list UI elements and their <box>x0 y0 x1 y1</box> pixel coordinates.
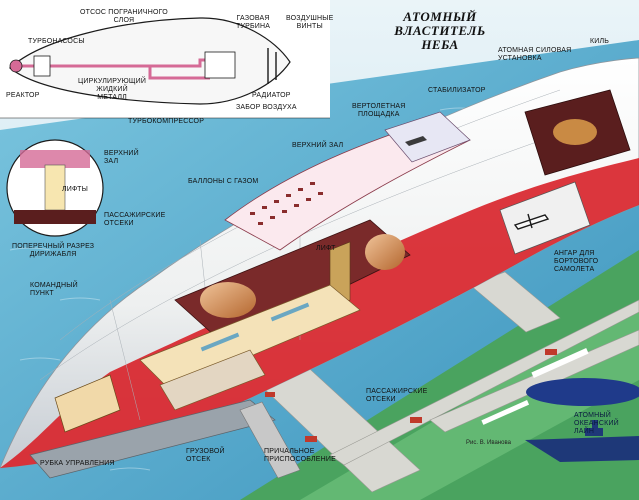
propeller-icon <box>267 48 277 84</box>
label-cs-passenger: ПАССАЖИРСКИЕ ОТСЕКИ <box>104 212 166 227</box>
label-air-intake: ЗАБОР ВОЗДУХА <box>236 104 297 111</box>
deck-windows <box>200 302 310 352</box>
label-aircraft-hangar: АНГАР ДЛЯ БОРТОВОГО САМОЛЕТА <box>554 250 599 273</box>
label-passenger-compartments: ПАССАЖИРСКИЕ ОТСЕКИ <box>366 388 428 403</box>
label-stabilizer: СТАБИЛИЗАТОР <box>428 87 486 94</box>
airfield-runways <box>254 271 639 493</box>
onboard-aircraft <box>513 213 550 230</box>
gas-balloon-left <box>200 282 256 318</box>
label-cargo-compartment: ГРУЗОВОЙ ОТСЕК <box>186 448 225 463</box>
title-line-1: АТОМНЫЙ <box>403 9 477 24</box>
gondola <box>29 399 276 479</box>
atomic-liner-hull <box>526 378 639 406</box>
ground-vehicles <box>265 349 557 442</box>
schematic-body <box>9 17 291 105</box>
label-control-cabin: РУБКА УПРАВЛЕНИЯ <box>40 460 115 467</box>
upper-hall-seating <box>250 182 323 225</box>
label-air-screws: ВОЗДУШНЫЕ ВИНТЫ <box>286 15 334 30</box>
power-plant-turbine <box>553 119 597 145</box>
label-turbocompressor: ТУРБОКОМПРЕССОР <box>128 118 205 125</box>
label-gas-balloons: БАЛЛОНЫ С ГАЗОМ <box>188 178 259 185</box>
label-keel: КИЛЬ <box>590 38 610 45</box>
label-nuclear-power-plant: АТОМНАЯ СИЛОВАЯ УСТАНОВКА <box>498 47 572 62</box>
mooring-mast <box>239 401 301 479</box>
command-post-room <box>54 374 121 433</box>
label-cross-section-caption: ПОПЕРЕЧНЫЙ РАЗРЕЗ ДИРИЖАБЛЯ <box>12 243 95 258</box>
passenger-deck <box>139 284 361 391</box>
label-boundary-layer-suction: ОТСОС ПОГРАНИЧНОГО СЛОЯ <box>80 9 168 24</box>
label-helipad: ВЕРТОЛЕТНАЯ ПЛОЩАДКА <box>352 103 406 118</box>
gas-balloon-right <box>365 234 405 270</box>
label-cs-upper-hall: ВЕРХНИЙ ЗАЛ <box>104 150 139 165</box>
cross-section-passenger <box>14 210 96 224</box>
helicopter <box>405 136 427 146</box>
cross-section-upper-hall <box>20 150 90 168</box>
turbopump-block <box>33 55 51 77</box>
label-radiator: РАДИАТОР <box>252 92 291 99</box>
title-line-3: НЕБА <box>421 37 459 52</box>
label-command-post: КОМАНДНЫЙ ПУНКТ <box>30 282 78 297</box>
label-cs-lifts: ЛИФТЫ <box>62 186 89 193</box>
cargo-bay <box>159 349 266 411</box>
reactor-icon <box>9 59 23 73</box>
illustration-credit: Рис. В. Иванова <box>466 440 511 446</box>
label-turbopumps: ТУРБОНАСОСЫ <box>28 38 85 45</box>
label-lift: ЛИФТ <box>316 245 336 252</box>
runway-markings <box>481 348 589 425</box>
title-line-2: ВЛАСТИТЕЛЬ <box>394 23 486 38</box>
turbine-block <box>204 51 236 79</box>
page-title: АТОМНЫЙ ВЛАСТИТЕЛЬ НЕБА <box>385 10 495 52</box>
label-mooring-device: ПРИЧАЛЬНОЕ ПРИСПОСОБЛЕНИЕ <box>264 448 337 463</box>
label-gas-turbine: ГАЗОВАЯ ТУРБИНА <box>236 15 271 30</box>
label-upper-hall: ВЕРХНИЙ ЗАЛ <box>292 142 344 149</box>
label-circulating-metal: ЦИРКУЛИРУЮЩИЙ ЖИДКИЙ МЕТАЛЛ <box>78 78 147 101</box>
label-atomic-liner: АТОМНЫЙ ОКЕАНСКИЙ ЛАЙН <box>574 412 619 435</box>
liner-ship <box>525 436 639 462</box>
helipad-cutaway <box>384 111 471 163</box>
label-reactor: РЕАКТОР <box>6 92 40 99</box>
